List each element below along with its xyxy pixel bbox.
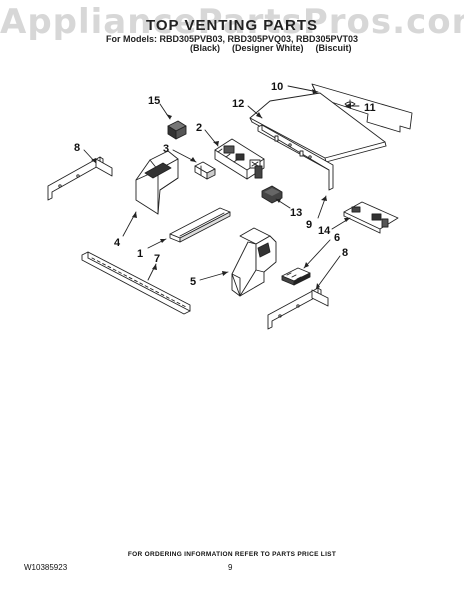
callout-8-right: 8 [342, 247, 348, 259]
part-1-air-channel [169, 207, 231, 243]
color-variants: (Black) (Designer White) (Biscuit) [190, 43, 390, 53]
callout-14: 14 [318, 225, 331, 237]
variant-black: (Black) [190, 43, 221, 53]
callout-13: 13 [290, 207, 302, 219]
part-4-vent-duct [135, 150, 179, 215]
callout-5: 5 [190, 276, 196, 288]
page-title: TOP VENTING PARTS [145, 17, 319, 34]
callout-6: 6 [334, 232, 340, 244]
callout-4: 4 [114, 237, 121, 249]
callout-12: 12 [232, 98, 244, 110]
callout-3: 3 [163, 143, 169, 155]
part-5-duct-bracket [231, 227, 277, 297]
document-number: W10385923 [24, 563, 68, 572]
part-6-terminal-block [281, 267, 311, 286]
page-number: 9 [228, 563, 233, 572]
variant-biscuit: (Biscuit) [315, 43, 352, 53]
callout-1: 1 [137, 248, 143, 260]
part-9-side-bracket [257, 124, 334, 191]
part-3-latch [194, 161, 216, 180]
part-15-thermal-block [167, 120, 187, 140]
callout-2: 2 [196, 122, 202, 134]
callout-labels: 15 2 3 8 12 10 11 4 1 5 7 13 9 14 6 8 [74, 81, 376, 288]
variant-designer-white: (Designer White) [232, 43, 304, 53]
ordering-note: FOR ORDERING INFORMATION REFER TO PARTS … [127, 551, 337, 558]
part-2-vent-motor [214, 138, 265, 180]
callout-10: 10 [271, 81, 283, 93]
callout-9: 9 [306, 219, 312, 231]
callout-8-left: 8 [74, 142, 80, 154]
callout-7: 7 [154, 253, 160, 265]
callout-11: 11 [364, 102, 376, 114]
part-8-right-bracket [267, 287, 329, 330]
leader-arrows [91, 89, 351, 289]
part-8-left-bracket [47, 156, 113, 201]
watermark: AppliancePartsPros.com [0, 2, 464, 42]
part-14-clip [343, 201, 399, 234]
part-13-gasket [261, 185, 283, 204]
model-list: For Models: RBD305PVB03, RBD305PVQ03, RB… [105, 34, 359, 44]
callout-15: 15 [148, 95, 160, 107]
part-7-front-rail [81, 251, 191, 315]
